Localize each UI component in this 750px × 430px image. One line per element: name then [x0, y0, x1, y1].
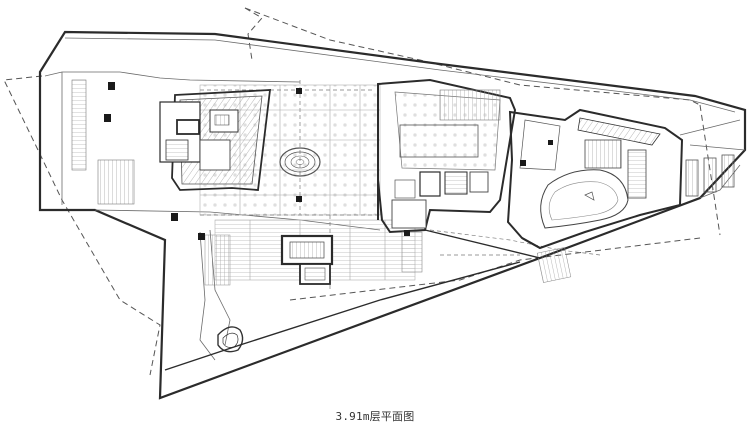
- lower-facade: [164, 229, 541, 371]
- structural-columns: [104, 82, 553, 240]
- oval-pond: [279, 147, 321, 177]
- far-right-blocks: [685, 154, 735, 197]
- lower-core: [280, 234, 334, 285]
- right-wing: [506, 108, 684, 283]
- floor-plan-drawing: [3, 7, 747, 400]
- outer-wall: [38, 30, 747, 400]
- left-core: [159, 89, 272, 191]
- central-building: [377, 78, 517, 273]
- plan-caption: 3.91m层平面图: [335, 410, 415, 423]
